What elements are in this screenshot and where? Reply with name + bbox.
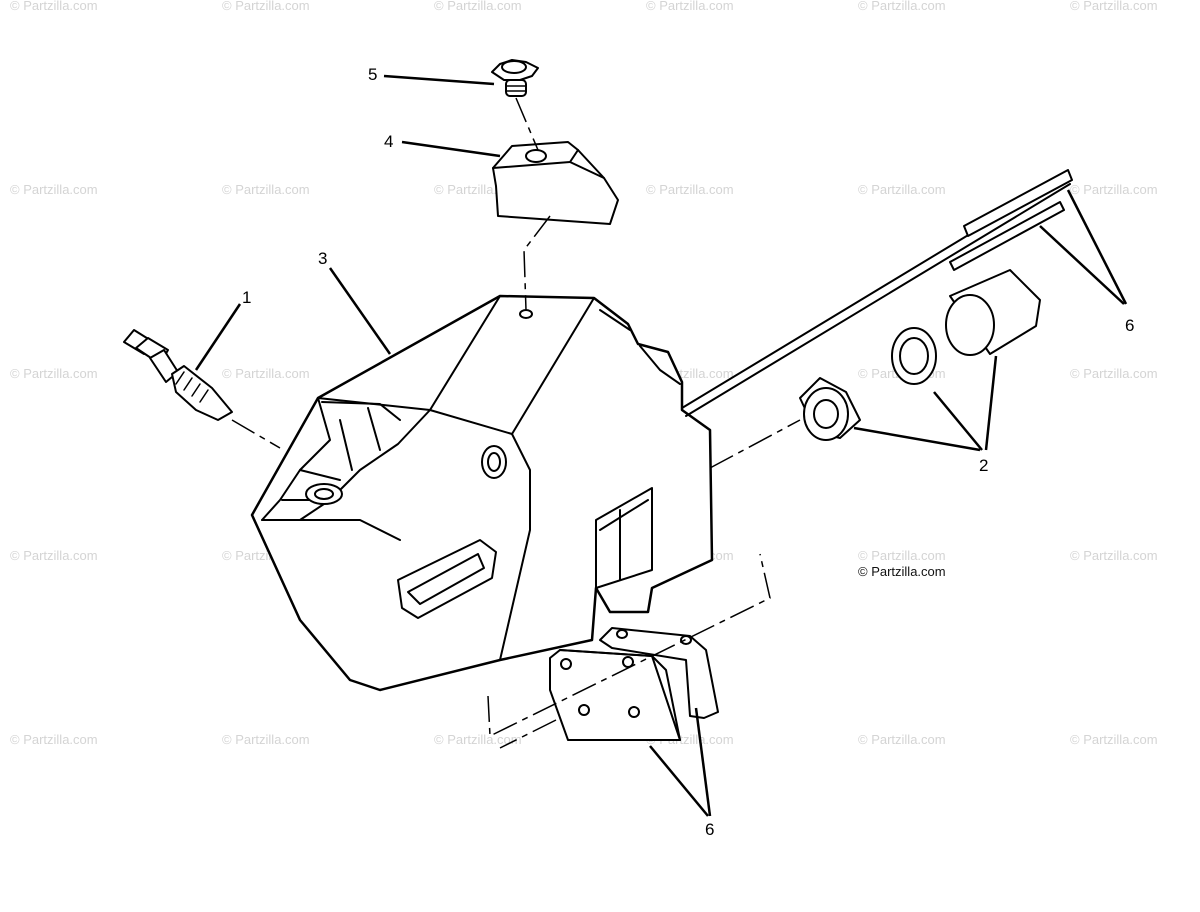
watermark-text: © Partzilla.com [10, 548, 98, 563]
callout-3: 3 [318, 249, 328, 268]
callout-5: 5 [368, 65, 378, 84]
callout-4: 4 [384, 132, 394, 151]
part-1-bleeder-valve [123, 329, 233, 421]
part-3-caliper-housing [250, 294, 714, 692]
callout-6-pads: 6 [705, 820, 715, 839]
part-6-brake-pads [549, 627, 719, 741]
callout-1: 1 [242, 288, 252, 307]
watermark-text: © Partzilla.com [1070, 732, 1158, 747]
part-6-pins [681, 169, 1073, 417]
watermark-text: © Partzilla.com [10, 182, 98, 197]
callout-6-pins: 6 [1125, 316, 1135, 335]
watermark-text: © Partzilla.com [858, 732, 946, 747]
watermark-text: © Partzilla.com [858, 0, 946, 13]
watermark-text: © Partzilla.com [858, 182, 946, 197]
watermark-text: © Partzilla.com [222, 366, 310, 381]
watermark-text: © Partzilla.com [222, 732, 310, 747]
assembly-centerlines [231, 97, 801, 749]
watermark-text: © Partzilla.com [434, 732, 522, 747]
watermark-text: © Partzilla.com [10, 366, 98, 381]
watermark-text: © Partzilla.com [434, 0, 522, 13]
part-4-bracket [492, 141, 619, 225]
callout-2: 2 [979, 456, 989, 475]
watermark-text: © Partzilla.com [1070, 0, 1158, 13]
watermark-text: © Partzilla.com [222, 182, 310, 197]
callout-leaders [194, 74, 1128, 817]
watermark-text: © Partzilla.com [646, 0, 734, 13]
watermark-text: © Partzilla.com [10, 0, 98, 13]
part-2-piston-seals [799, 269, 1041, 441]
watermark-text: © Partzilla.com [646, 182, 734, 197]
part-5-screw [491, 59, 539, 97]
watermark-text: © Partzilla.com [222, 0, 310, 13]
partzilla-credit: © Partzilla.com [858, 564, 946, 579]
watermark-text: © Partzilla.com [1070, 548, 1158, 563]
watermark-text: © Partzilla.com [858, 548, 946, 563]
watermark-text: © Partzilla.com [1070, 182, 1158, 197]
watermark-text: © Partzilla.com [1070, 366, 1158, 381]
watermark-text: © Partzilla.com [10, 732, 98, 747]
